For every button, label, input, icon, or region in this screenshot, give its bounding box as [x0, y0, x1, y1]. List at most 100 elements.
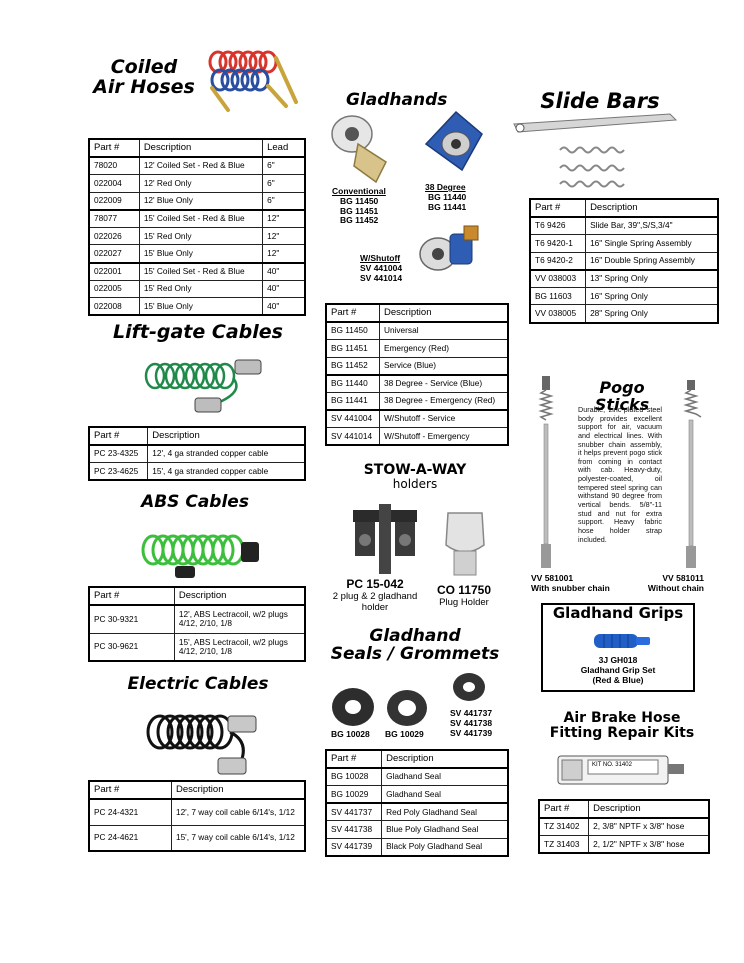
pogo-right-caption: VV 581011 Without chain [640, 573, 704, 594]
slidebars-title: Slide Bars [540, 89, 660, 113]
lead: 6" [262, 174, 306, 193]
col-part: Part # [88, 586, 175, 606]
part-number: 022005 [88, 279, 140, 299]
part-number: TZ 31403 [538, 835, 590, 854]
description: Slide Bar, 39",S/S,3/4" [585, 216, 719, 236]
part-number: PC 23-4325 [88, 444, 149, 464]
description: 12' Coiled Set - Red & Blue [138, 156, 264, 176]
gladhand-38-caption: 38 Degree BG 11440 BG 11441 [425, 182, 485, 212]
part-number: PC 30-9621 [88, 632, 175, 662]
coiled-hose-image [208, 50, 298, 112]
degree38-part: BG 11440 [428, 191, 467, 202]
description: 12', ABS Lectracoil, w/2 plugs 4/12, 2/1… [173, 604, 306, 634]
part-number: BG 11441 [325, 391, 380, 411]
description: W/Shutoff - Emergency [378, 427, 509, 446]
part-number: PC 24-4621 [88, 824, 172, 852]
description: 15' Red Only [138, 226, 264, 246]
seal-part: SV 441739 [450, 727, 493, 738]
description: 28" Spring Only [585, 304, 719, 324]
part-number: 022026 [88, 226, 140, 246]
plug-holder-image [445, 512, 485, 576]
part-number: SV 441739 [325, 837, 383, 857]
stowaway-title-line1: STOW-A-WAY [363, 462, 467, 478]
part-number: BG 11440 [325, 374, 380, 393]
pogo-stick-right-image [683, 380, 702, 568]
description: 15' Coiled Set - Red & Blue [138, 209, 264, 228]
repair-title-line1: Air Brake Hose [563, 710, 681, 726]
col-part: Part # [325, 303, 380, 323]
description: Service (Blue) [378, 356, 509, 376]
seal-label-3: SV 441737 SV 441738 SV 441739 [450, 708, 493, 738]
seal-part: SV 441737 [450, 708, 493, 718]
part-number: VV 038005 [529, 304, 587, 324]
coiled-title-line1: Coiled [110, 56, 178, 78]
seals-title: Gladhand Seals / Grommets [330, 626, 500, 664]
part-number: PC 23-4625 [88, 462, 149, 481]
grips-caption: 3J GH018 Gladhand Grip Set (Red & Blue) [541, 655, 695, 685]
stowaway-item1-caption: PC 15-042 2 plug & 2 gladhand holder [322, 577, 428, 614]
electric-table-header: Part # Description [88, 780, 306, 800]
description: 12', 7 way coil cable 6/14's, 1/12 [170, 798, 306, 826]
description: 15' Blue Only [138, 297, 264, 316]
stowaway-item1-desc: 2 plug & 2 gladhand [332, 590, 418, 602]
grips-desc: Gladhand Grip Set [580, 664, 656, 675]
lead: 6" [262, 156, 306, 176]
col-description: Description [138, 138, 264, 158]
conventional-part: BG 11451 [340, 205, 379, 216]
part-number: 022004 [88, 174, 140, 193]
col-description: Description [170, 780, 306, 800]
part-number: BG 11452 [325, 356, 380, 376]
description: Gladhand Seal [381, 785, 509, 804]
col-description: Description [381, 749, 509, 769]
seals-title-line2: Seals / Grommets [330, 643, 500, 664]
part-number: T6 9420-1 [529, 234, 587, 253]
part-number: 022009 [88, 191, 140, 211]
seal-sv4417-image [453, 673, 485, 701]
description: 13" Spring Only [585, 269, 719, 288]
part-number: 78077 [88, 209, 140, 228]
description: Black Poly Gladhand Seal [381, 837, 509, 857]
part-number: 022001 [88, 262, 140, 281]
grips-part: 3J GH018 [598, 655, 638, 665]
part-number: 022027 [88, 244, 140, 264]
gladhand-conventional-caption: Conventional BG 11450 BG 11451 BG 11452 [332, 186, 402, 226]
pogo-right-desc: Without chain [647, 582, 704, 593]
lead: 40" [262, 279, 306, 299]
description: W/Shutoff - Service [378, 409, 509, 429]
gladhand-shutoff-image [419, 225, 479, 271]
stowaway-holder-image [353, 504, 417, 574]
description: 16" Single Spring Assembly [585, 234, 719, 253]
abs-table-header: Part # Description [88, 586, 306, 606]
grips-desc: (Red & Blue) [592, 674, 644, 685]
col-description: Description [173, 586, 306, 606]
seals-title-line1: Gladhand [369, 626, 461, 646]
part-number: T6 9420-2 [529, 251, 587, 271]
liftgate-title: Lift-gate Cables [113, 321, 283, 343]
description: 15' Red Only [138, 279, 264, 299]
description: Blue Poly Gladhand Seal [381, 820, 509, 839]
description: 16" Double Spring Assembly [585, 251, 719, 271]
repair-title-line2: Fitting Repair Kits [549, 724, 695, 741]
repair-title: Air Brake Hose Fitting Repair Kits [538, 711, 706, 740]
slidebars-table-header: Part # Description [529, 198, 719, 218]
pogo-title: Pogo Sticks [594, 378, 650, 414]
